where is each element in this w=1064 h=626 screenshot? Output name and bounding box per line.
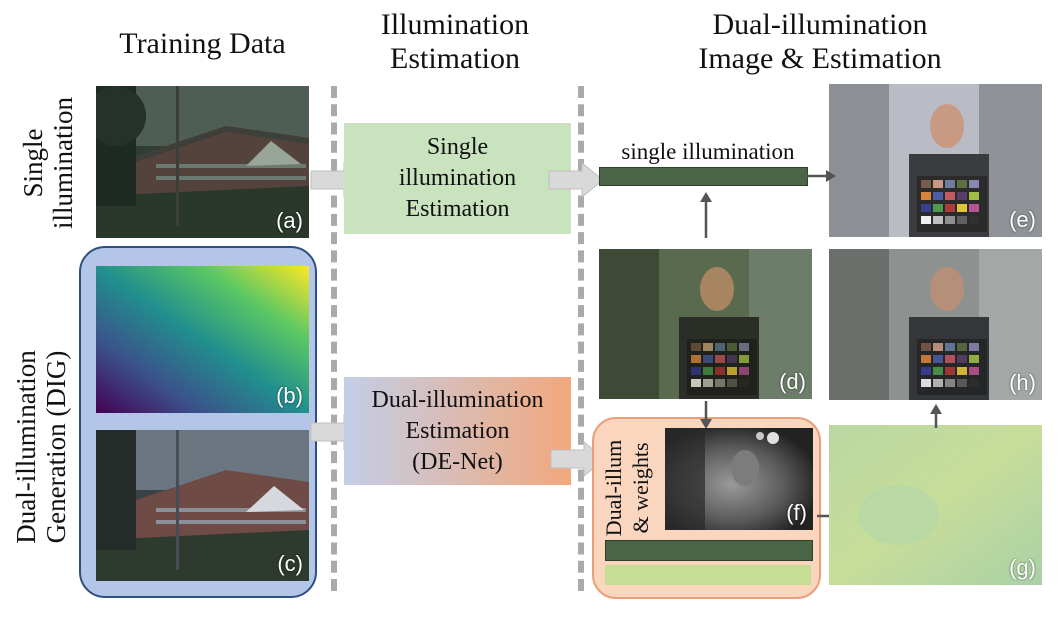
- photo-c: (c): [96, 430, 309, 581]
- dual-illum-bar-light: [605, 565, 811, 585]
- photo-d: (d): [599, 249, 812, 399]
- illumination-map-image: [829, 425, 1042, 585]
- corrected-person-image: [829, 84, 1042, 237]
- tag-h: (h): [1009, 370, 1036, 395]
- photo-a: (a): [96, 86, 309, 238]
- depth-map-image: [96, 266, 309, 413]
- arrow-d-to-weights: [700, 401, 712, 429]
- tag-g: (g): [1009, 555, 1036, 580]
- photo-h: (h): [829, 249, 1042, 400]
- tag-a: (a): [276, 208, 303, 233]
- single-illumination-bar: [599, 167, 808, 186]
- divider-left: [331, 86, 343, 591]
- de-net-box: Dual-illumination Estimation (DE-Net): [344, 377, 571, 485]
- dual-illum-input-image: [599, 249, 812, 399]
- single-illumination-label: single illumination: [621, 139, 795, 164]
- relit-outdoor-image: [96, 430, 309, 581]
- tag-f: (f): [786, 500, 807, 525]
- row-label-dual: Dual-illumination Generation (DIG): [11, 350, 71, 544]
- arrow-bar-to-e: [806, 170, 836, 182]
- header-training-data: Training Data: [119, 27, 286, 60]
- arrow-d-to-bar: [700, 192, 712, 238]
- weights-label: Dual-illum & weights: [601, 439, 653, 537]
- dual-illum-corrected-image: [829, 249, 1042, 400]
- header-illumination-estimation: Illumination Estimation: [380, 8, 530, 75]
- photo-b: (b): [96, 266, 309, 413]
- weight-map-image: [665, 428, 813, 530]
- color-chart: [921, 343, 979, 387]
- de-net-label: Dual-illumination Estimation (DE-Net): [371, 386, 544, 475]
- tag-d: (d): [779, 369, 806, 394]
- single-estimation-box: Single illumination Estimation: [344, 123, 571, 234]
- outdoor-scene-image: [96, 86, 309, 238]
- photo-e: (e): [829, 84, 1042, 237]
- divider-right: [578, 86, 590, 591]
- photo-g: (g): [829, 425, 1042, 585]
- header-dual-illumination: Dual-illumination Image & Estimation: [698, 8, 942, 75]
- tag-e: (e): [1009, 207, 1036, 232]
- single-estimation-label: Single illumination Estimation: [398, 134, 517, 222]
- dual-illum-bar-dark: [605, 540, 813, 561]
- color-chart: [921, 180, 979, 224]
- arrow-g-to-h: [930, 404, 942, 428]
- color-chart: [691, 343, 749, 387]
- photo-f: (f): [665, 428, 813, 530]
- tag-c: (c): [277, 551, 303, 576]
- arrow-single-to-bar: [548, 162, 604, 198]
- tag-b: (b): [276, 383, 303, 408]
- row-label-single: Single illumination: [18, 97, 78, 229]
